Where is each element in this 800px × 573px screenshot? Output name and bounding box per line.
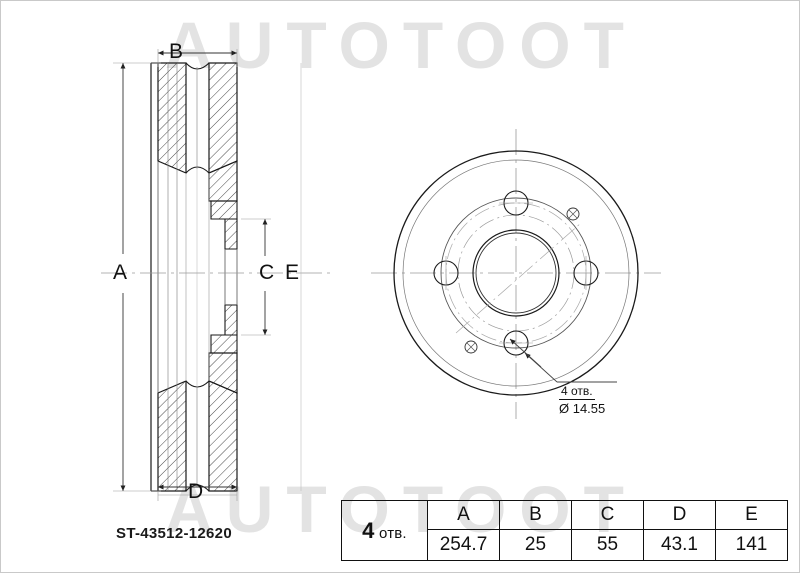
part-number-label: ST-43512-12620: [116, 525, 232, 542]
dimension-label-e: E: [285, 261, 300, 284]
value-d: 43.1: [643, 529, 716, 561]
header-c: C: [571, 500, 644, 530]
hole-count-cell: 4 отв.: [341, 500, 428, 561]
value-a: 254.7: [427, 529, 500, 561]
watermark-top: AUTOTOOT: [165, 8, 637, 82]
table-row-values: 254.7 25 55 43.1 141: [342, 529, 788, 561]
header-a: A: [427, 500, 500, 530]
front-view: [371, 129, 661, 419]
hole-callout-count: 4 отв.: [559, 384, 595, 400]
header-d: D: [643, 500, 716, 530]
value-c: 55: [571, 529, 644, 561]
hole-callout: 4 отв. Ø 14.55: [559, 382, 605, 416]
header-e: E: [715, 500, 788, 530]
dimension-label-c: C: [259, 261, 275, 284]
value-e: 141: [715, 529, 788, 561]
hole-count-value: 4: [362, 517, 375, 543]
side-section-view: [101, 62, 331, 492]
dimension-label-b: B: [169, 40, 184, 63]
value-b: 25: [499, 529, 572, 561]
header-b: B: [499, 500, 572, 530]
specification-table: 4 отв. A B C D E 254.7 25 55 43.1 141: [341, 500, 788, 561]
dimension-label-d: D: [188, 480, 204, 503]
dimension-lines: [113, 49, 302, 501]
dimension-label-a: A: [113, 261, 128, 284]
hole-callout-diameter: Ø 14.55: [559, 401, 606, 416]
hole-count-unit: отв.: [378, 524, 407, 542]
table-row-headers: 4 отв. A B C D E: [341, 500, 788, 561]
